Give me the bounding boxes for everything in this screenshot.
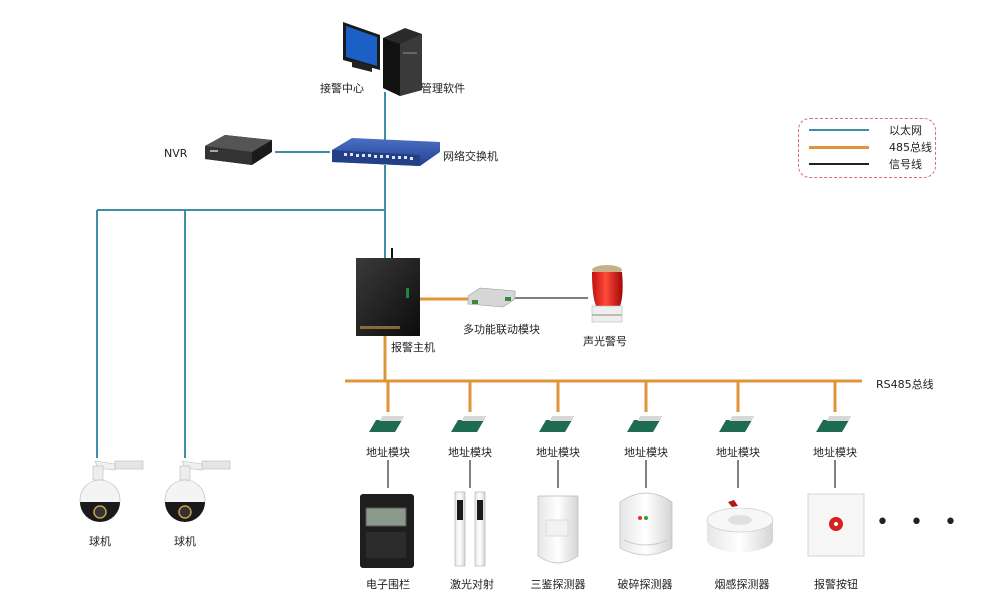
ethernet-lines — [96, 92, 386, 458]
dome-camera-1-icon — [79, 460, 144, 522]
more-devices-ellipsis: • • • — [876, 510, 964, 535]
dome-camera-2-icon — [164, 460, 231, 522]
label-rs485-bus: RS485总线 — [876, 378, 934, 391]
label-glass-break-detector: 破碎探测器 — [617, 578, 673, 591]
legend-label-rs485: 485总线 — [889, 141, 932, 154]
rs485-lines — [345, 297, 862, 412]
legend: 以太网 485总线 信号线 — [798, 118, 936, 178]
triple-tech-detector-icon — [537, 495, 579, 564]
label-siren: 声光警号 — [583, 335, 627, 348]
laser-beam-icon — [454, 491, 486, 567]
glass-break-detector-icon — [619, 492, 673, 556]
signal-lines — [387, 297, 836, 488]
label-address-module-4: 地址模块 — [624, 446, 668, 459]
legend-item-rs485: 485总线 — [809, 139, 933, 155]
network-switch-icon — [332, 138, 440, 166]
legend-swatch-signal — [809, 163, 869, 165]
label-panic-button: 报警按钮 — [814, 578, 858, 591]
address-module-6-icon — [816, 416, 852, 432]
legend-label-signal: 信号线 — [889, 158, 922, 171]
linkage-module-icon — [467, 287, 516, 308]
legend-item-signal: 信号线 — [809, 156, 933, 172]
label-network-switch: 网络交换机 — [443, 150, 498, 163]
label-dome-camera-1: 球机 — [89, 535, 111, 548]
address-module-5-icon — [719, 416, 755, 432]
label-alarm-center: 接警中心 — [320, 82, 364, 95]
smoke-detector-icon — [706, 500, 774, 552]
computer-icon — [343, 22, 422, 96]
label-triple-tech-detector: 三鉴探测器 — [530, 578, 586, 591]
label-dome-camera-2: 球机 — [174, 535, 196, 548]
label-linkage-module: 多功能联动模块 — [463, 323, 540, 336]
label-electric-fence: 电子围栏 — [366, 578, 410, 591]
panic-button-icon — [807, 493, 865, 557]
address-module-4-icon — [627, 416, 663, 432]
legend-swatch-rs485 — [809, 146, 869, 149]
nvr-icon — [205, 135, 272, 165]
label-laser-beam: 激光对射 — [450, 578, 494, 591]
label-alarm-host: 报警主机 — [391, 341, 435, 354]
label-address-module-1: 地址模块 — [366, 446, 410, 459]
label-smoke-detector: 烟感探测器 — [714, 578, 770, 591]
address-module-2-icon — [451, 416, 487, 432]
alarm-host-icon — [356, 248, 420, 336]
label-nvr: NVR — [164, 147, 188, 160]
electric-fence-icon — [360, 494, 414, 568]
label-address-module-5: 地址模块 — [716, 446, 760, 459]
siren-icon — [591, 265, 623, 323]
legend-label-ethernet: 以太网 — [889, 124, 922, 137]
label-address-module-2: 地址模块 — [448, 446, 492, 459]
legend-swatch-ethernet — [809, 129, 869, 131]
legend-item-ethernet: 以太网 — [809, 122, 933, 138]
label-address-module-3: 地址模块 — [536, 446, 580, 459]
label-management-software: 管理软件 — [421, 82, 465, 95]
address-module-1-icon — [369, 416, 405, 432]
label-address-module-6: 地址模块 — [813, 446, 857, 459]
address-module-3-icon — [539, 416, 575, 432]
